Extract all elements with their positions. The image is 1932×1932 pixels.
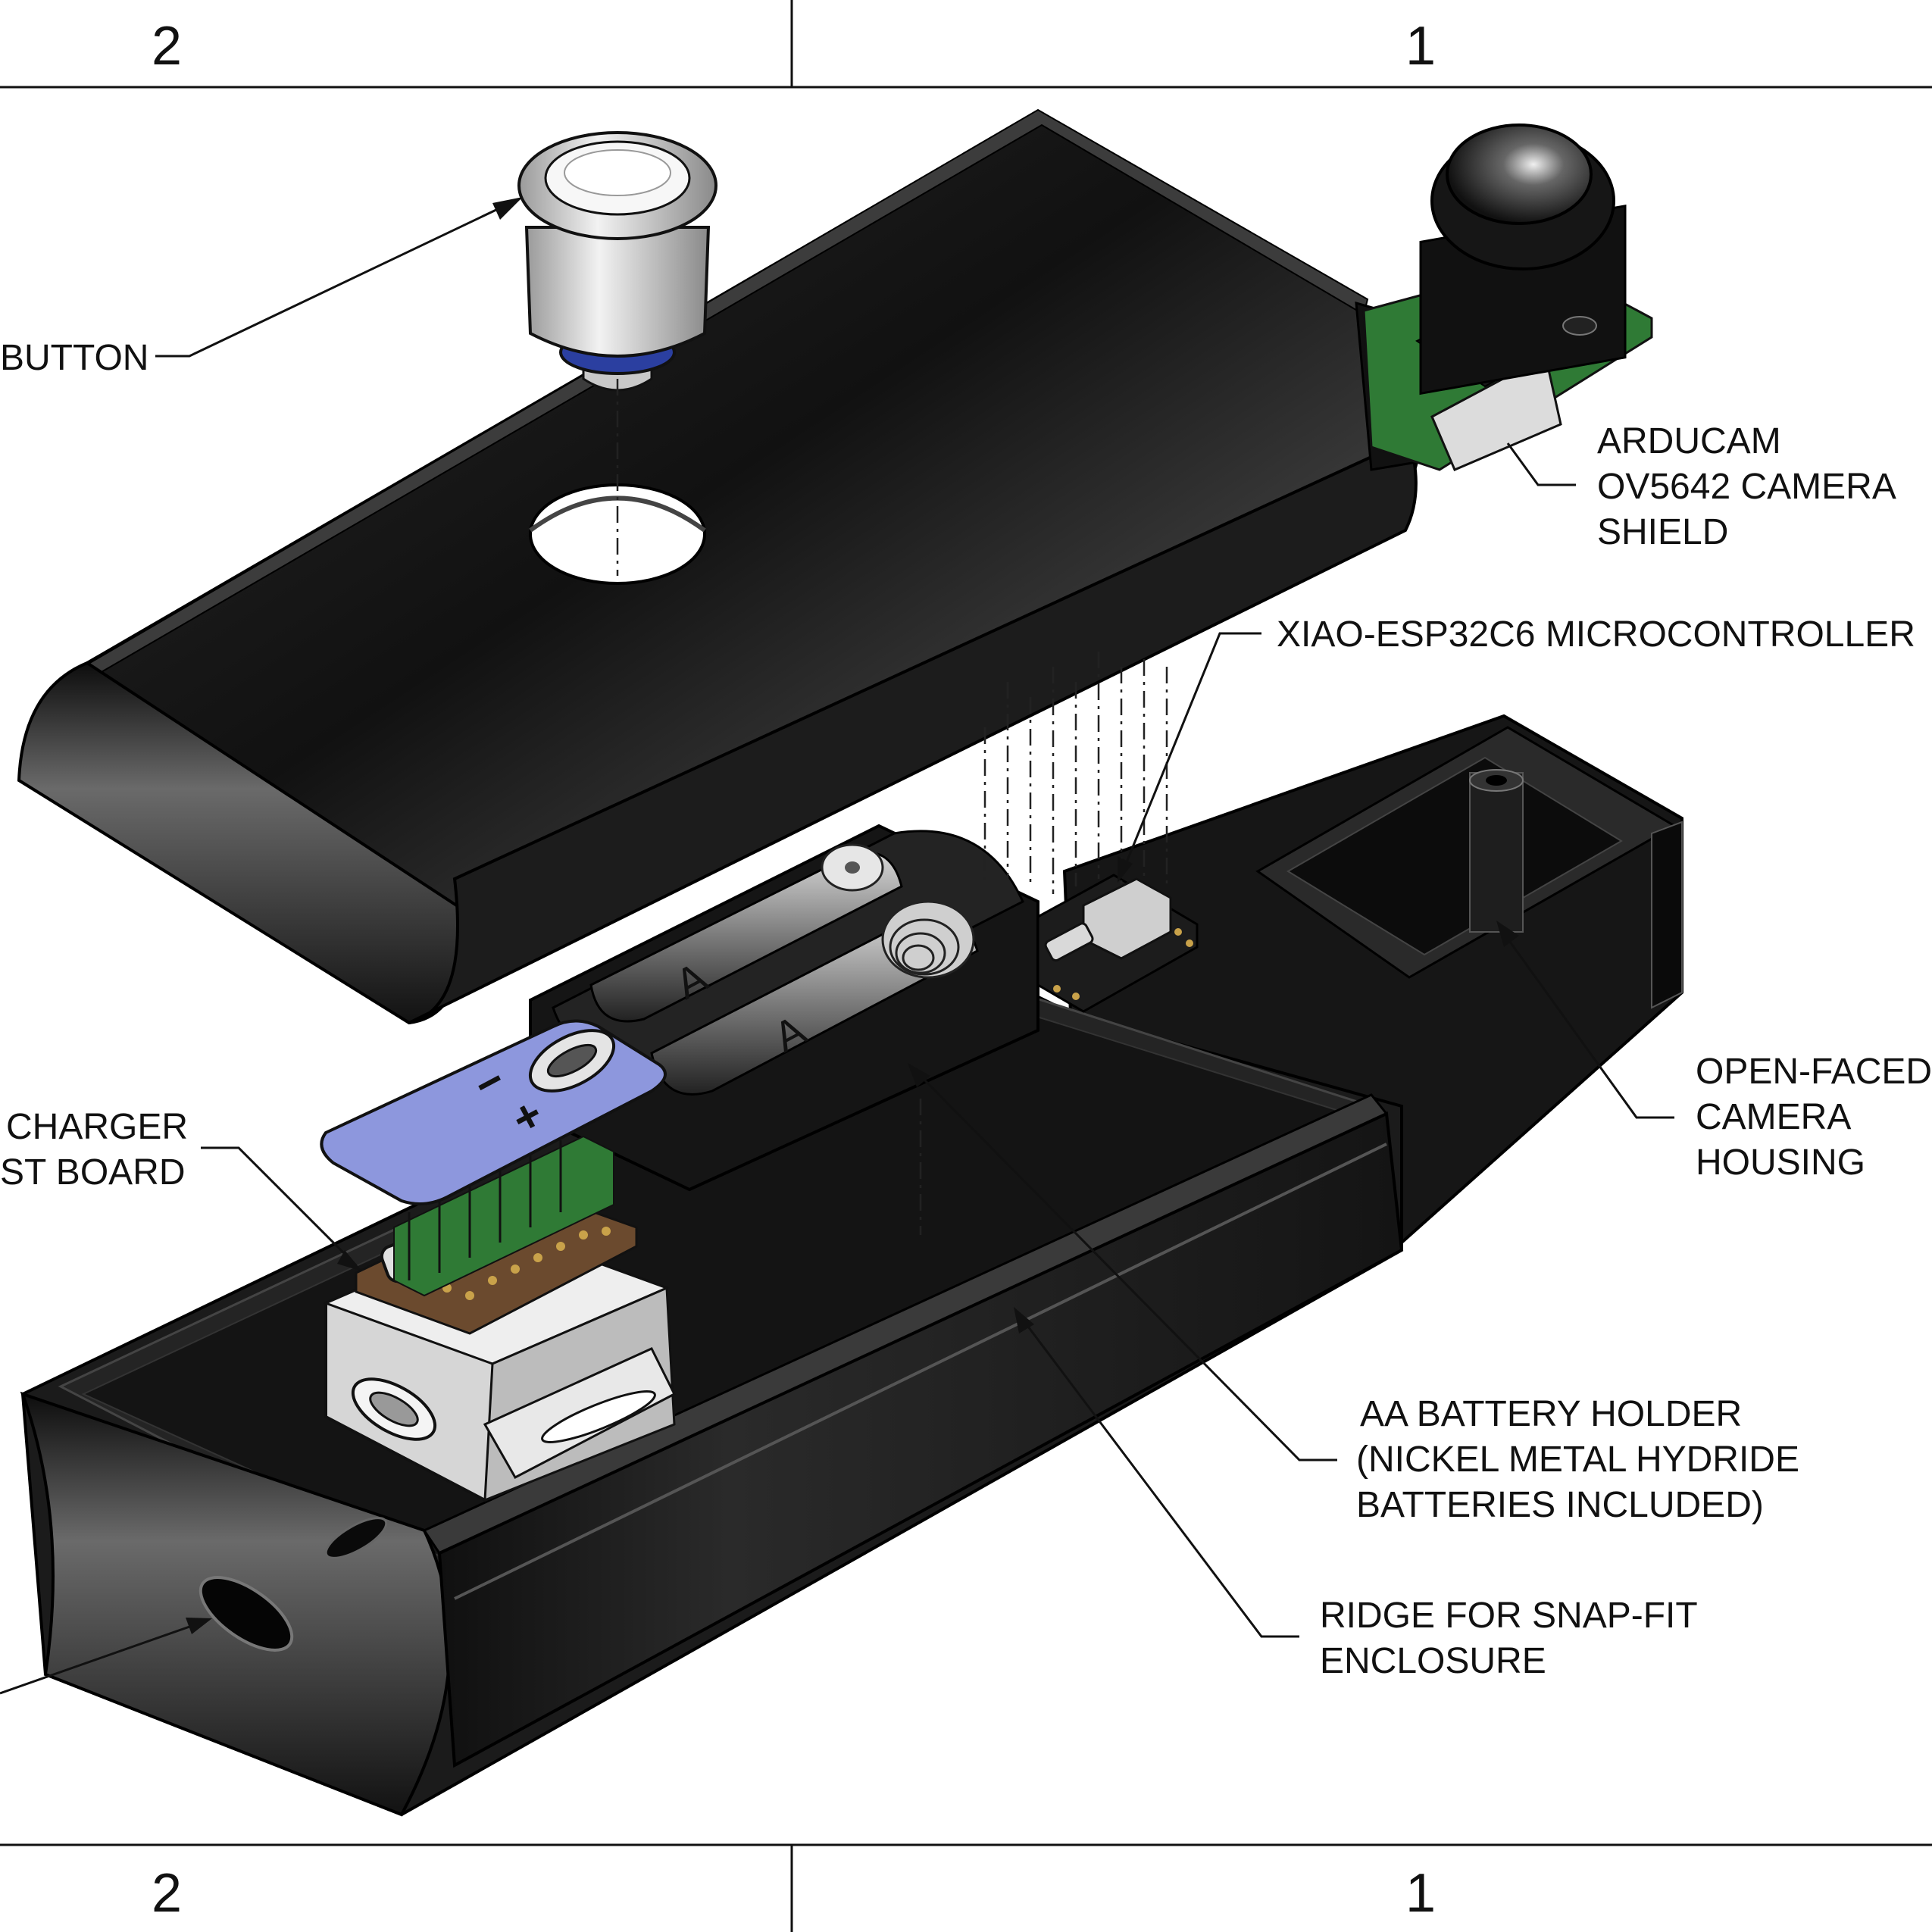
zone-label-bottom-1: 1	[1405, 1863, 1436, 1924]
callout-usb-slot	[0, 1618, 212, 1695]
callout-microcontroller: XIAO-ESP32C6 MICROCONTROLLER	[1118, 614, 1915, 883]
callout-ridge-line-2: ENCLOSURE	[1320, 1641, 1546, 1681]
xiao-esp32c6-microcontroller	[1036, 874, 1199, 1013]
callout-camera-housing-line-2: CAMERA	[1696, 1097, 1851, 1137]
aa-battery-holder: A A	[529, 824, 1039, 1192]
callout-camera-shield-line-3: SHIELD	[1597, 512, 1728, 552]
callout-battery-holder: AA BATTERY HOLDER (NICKEL METAL HYDRIDE …	[908, 1063, 1799, 1525]
callout-camera-housing-line-1: OPEN-FACED	[1696, 1052, 1932, 1092]
callout-battery-holder-line-3: BATTERIES INCLUDED)	[1356, 1485, 1764, 1525]
callout-button: BUTTON	[0, 197, 523, 378]
callout-battery-holder-line-1: AA BATTERY HOLDER	[1360, 1394, 1742, 1434]
callout-camera-housing: OPEN-FACED CAMERA HOUSING	[1496, 921, 1932, 1183]
callout-button-text: BUTTON	[0, 338, 148, 378]
callout-battery-holder-line-2: (NICKEL METAL HYDRIDE	[1356, 1440, 1799, 1480]
assembly-center-lines	[616, 379, 1168, 1235]
callout-camera-shield-line-1: ARDUCAM	[1597, 421, 1781, 461]
zone-label-bottom-2: 2	[152, 1863, 182, 1924]
callout-charger: CHARGER ST BOARD	[0, 1107, 362, 1271]
callout-microcontroller-text: XIAO-ESP32C6 MICROCONTROLLER	[1277, 614, 1915, 655]
battery-spring	[881, 900, 975, 979]
callout-charger-line-1: CHARGER	[6, 1107, 188, 1147]
callout-ridge-line-1: RIDGE FOR SNAP-FIT	[1320, 1596, 1698, 1636]
callout-ridge: RIDGE FOR SNAP-FIT ENCLOSURE	[1014, 1307, 1698, 1681]
arducam-camera-shield	[1362, 123, 1653, 471]
callout-camera-housing-line-3: HOUSING	[1696, 1143, 1865, 1183]
zone-label-top-1: 1	[1405, 16, 1436, 77]
zone-label-top-2: 2	[152, 16, 182, 77]
callout-camera-shield-line-2: OV5642 CAMERA	[1597, 467, 1896, 507]
callout-charger-line-2: ST BOARD	[0, 1152, 186, 1193]
push-button	[517, 131, 717, 392]
charger-board-assembly: − +	[320, 1019, 676, 1502]
callout-camera-shield: ARDUCAM OV5642 CAMERA SHIELD	[1506, 421, 1896, 552]
